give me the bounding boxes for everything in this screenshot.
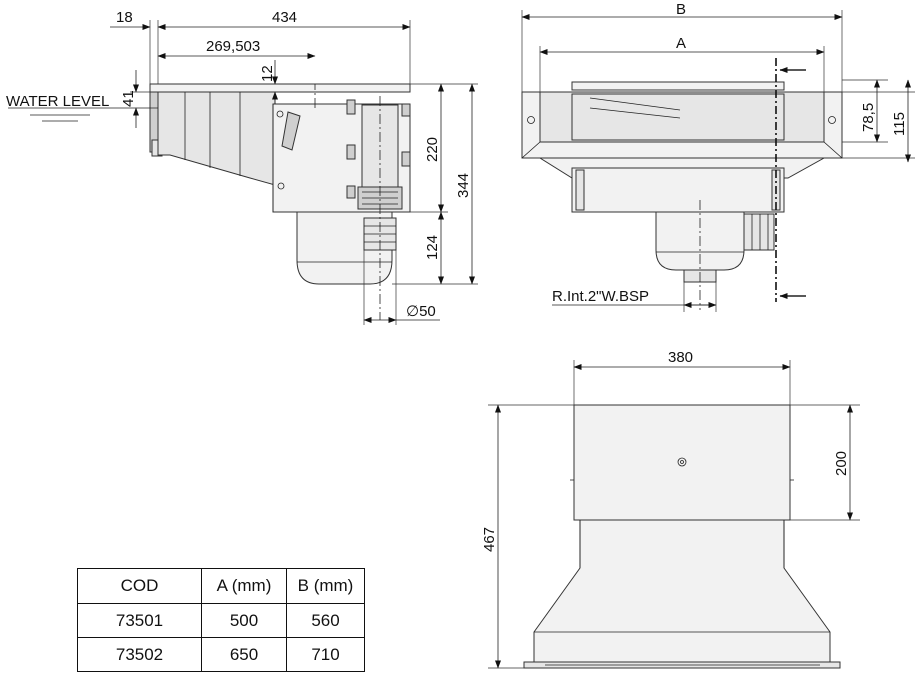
front-outlet-fitting (743, 213, 775, 251)
table-row: 73501 500 560 (77, 603, 365, 638)
plan-dim-380: 380 (668, 349, 693, 366)
water-level-label: WATER LEVEL (6, 93, 109, 110)
plan-body (533, 519, 831, 663)
front-body (571, 167, 785, 213)
plan-dim-467: 467 (481, 527, 498, 552)
col-header-a: A (mm) (201, 568, 287, 604)
front-dim-a: A (676, 35, 686, 52)
side-dim-124: 124 (424, 235, 441, 260)
spec-table: COD A (mm) B (mm) 73501 500 560 73502 65… (77, 568, 365, 672)
side-flange (149, 83, 411, 93)
plan-dim-200: 200 (833, 451, 850, 476)
front-dim-b: B (676, 1, 686, 18)
table-row: 73502 650 710 (77, 637, 365, 672)
side-throat (157, 91, 276, 186)
cell-cod: 73501 (77, 603, 202, 638)
front-dim-115: 115 (891, 112, 908, 136)
table-header-row: COD A (mm) B (mm) (77, 568, 365, 604)
front-dim-78: 78,5 (860, 103, 877, 132)
col-header-cod: COD (77, 568, 202, 604)
cell-a: 500 (201, 603, 287, 638)
side-dim-pipe: ∅50 (406, 303, 436, 320)
side-dim-18: 18 (116, 9, 133, 26)
front-view: B A 78,5 115 R.Int.2"W.BSP (521, 1, 915, 312)
side-dim-434: 434 (272, 9, 297, 26)
front-thread-label: R.Int.2"W.BSP (552, 288, 649, 305)
side-dim-269: 269,503 (206, 38, 260, 55)
side-view: 18 434 269,503 12 WATER LEVEL 41 220 124… (6, 9, 478, 325)
cell-a: 650 (201, 637, 287, 672)
side-dim-41: 41 (120, 90, 137, 107)
plan-view: 380 200 467 (481, 349, 860, 669)
col-header-b: B (mm) (286, 568, 365, 604)
side-dim-344: 344 (455, 173, 472, 198)
cell-b: 710 (286, 637, 365, 672)
cell-b: 560 (286, 603, 365, 638)
cell-cod: 73502 (77, 637, 202, 672)
front-top-lip (571, 81, 785, 91)
plan-mouth (573, 404, 791, 521)
side-dim-12: 12 (259, 65, 276, 82)
side-flap (281, 111, 301, 151)
side-dim-220: 220 (424, 137, 441, 162)
